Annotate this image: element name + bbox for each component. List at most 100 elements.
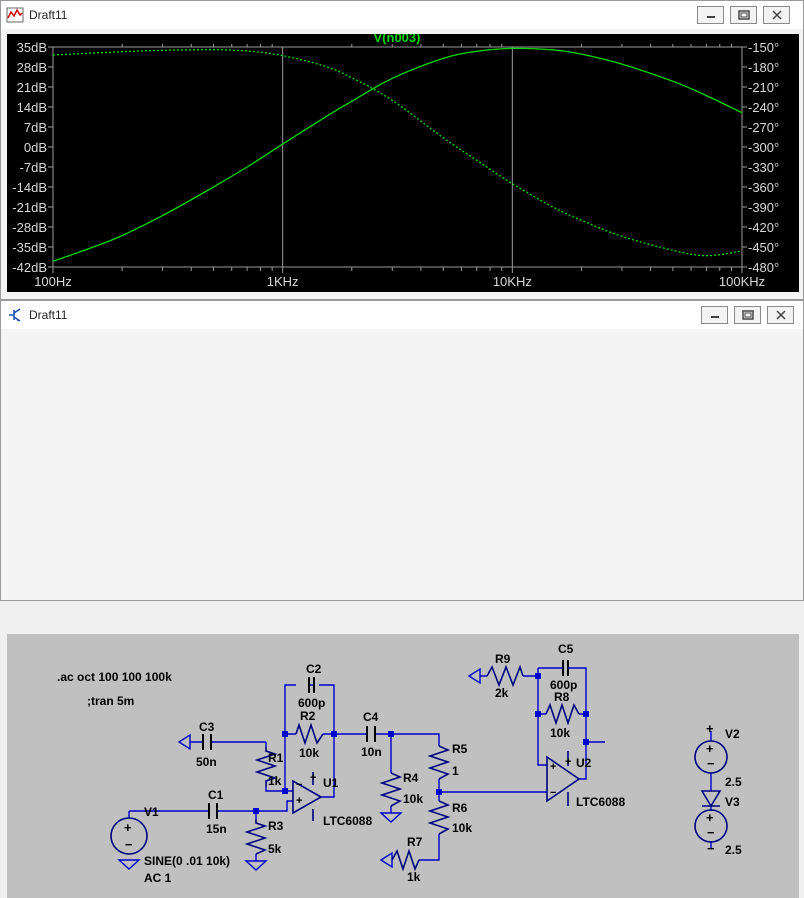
close-button[interactable] bbox=[763, 6, 790, 24]
v3-value[interactable]: 2.5 bbox=[725, 843, 742, 857]
x-tick-label: 1KHz bbox=[267, 274, 299, 289]
y-left-tick-label: -21dB bbox=[12, 200, 47, 215]
svg-text:+: + bbox=[706, 810, 714, 825]
y-right-tick-label: -480° bbox=[748, 260, 779, 275]
minimize-button[interactable] bbox=[697, 6, 724, 24]
r3-ref[interactable]: R3 bbox=[268, 819, 284, 833]
svg-text:+: + bbox=[706, 721, 714, 736]
schematic-titlebar[interactable]: Draft11 bbox=[1, 301, 803, 329]
y-left-tick-label: 0dB bbox=[24, 140, 47, 155]
r1-ref[interactable]: R1 bbox=[268, 751, 284, 765]
v1-ref[interactable]: V1 bbox=[144, 805, 159, 819]
waveform-icon bbox=[6, 7, 24, 23]
c1-ref[interactable]: C1 bbox=[208, 788, 224, 802]
plot-series bbox=[52, 47, 743, 262]
schematic-minimize-button[interactable] bbox=[701, 306, 728, 324]
y-right-tick-label: -330° bbox=[748, 160, 779, 175]
u1-ref[interactable]: U1 bbox=[323, 776, 339, 790]
maximize-button[interactable] bbox=[730, 6, 757, 24]
c1-value[interactable]: 15n bbox=[206, 822, 227, 836]
y-left-tick-label: 21dB bbox=[17, 80, 47, 95]
r5-ref[interactable]: R5 bbox=[452, 742, 468, 756]
magnitude-trace bbox=[52, 47, 743, 262]
r6-value[interactable]: 10k bbox=[452, 821, 472, 835]
svg-text:+: + bbox=[565, 756, 571, 768]
y-right-tick-label: -300° bbox=[748, 140, 779, 155]
transistor-icon bbox=[9, 308, 21, 322]
y-left-tick-label: 14dB bbox=[17, 100, 47, 115]
r2-value[interactable]: 10k bbox=[299, 746, 319, 760]
r4-ref[interactable]: R4 bbox=[403, 771, 419, 785]
svg-text:−: − bbox=[707, 756, 715, 771]
r6-ref[interactable]: R6 bbox=[452, 801, 468, 815]
r4-value[interactable]: 10k bbox=[403, 792, 423, 806]
v2-value[interactable]: 2.5 bbox=[725, 775, 742, 789]
maximize-icon bbox=[741, 310, 754, 320]
svg-text:+: + bbox=[296, 795, 302, 807]
c4-value[interactable]: 10n bbox=[361, 745, 382, 759]
r7-value[interactable]: 1k bbox=[407, 870, 421, 884]
u1-model[interactable]: LTC6088 bbox=[323, 814, 372, 828]
c3-value[interactable]: 50n bbox=[196, 755, 217, 769]
r7-ref[interactable]: R7 bbox=[407, 835, 423, 849]
v3-ref[interactable]: V3 bbox=[725, 795, 740, 809]
close-icon bbox=[771, 10, 782, 20]
r9-ref[interactable]: R9 bbox=[495, 652, 511, 666]
schematic-window: Draft11 .ac oct 100 100 100k ;tran 5m bbox=[0, 300, 804, 898]
c2-value[interactable]: 600p bbox=[298, 696, 325, 710]
x-tick-label: 100KHz bbox=[719, 274, 765, 289]
x-tick-label: 100Hz bbox=[34, 274, 72, 289]
v1-ac[interactable]: AC 1 bbox=[144, 871, 172, 885]
r9-value[interactable]: 2k bbox=[495, 686, 509, 700]
r8-ref[interactable]: R8 bbox=[554, 690, 570, 704]
c5-ref[interactable]: C5 bbox=[558, 642, 574, 656]
y-left-tick-label: -7dB bbox=[20, 160, 47, 175]
schematic-canvas[interactable]: .ac oct 100 100 100k ;tran 5m bbox=[7, 634, 799, 898]
close-icon bbox=[775, 310, 786, 320]
plot-window-title: Draft11 bbox=[29, 8, 68, 22]
svg-text:−: − bbox=[707, 825, 715, 840]
u2-ref[interactable]: U2 bbox=[576, 756, 592, 770]
schematic-window-title: Draft11 bbox=[29, 308, 68, 322]
x-axis: 100Hz 1KHz 10KHz 100KHz bbox=[34, 44, 765, 289]
plot-titlebar[interactable]: Draft11 bbox=[1, 1, 803, 29]
y-right-tick-label: -150° bbox=[748, 40, 779, 55]
y-right-tick-label: -240° bbox=[748, 100, 779, 115]
r3-value[interactable]: 5k bbox=[268, 842, 282, 856]
y-left-tick-label: -35dB bbox=[12, 240, 47, 255]
bode-plot[interactable]: 35dB28dB21dB14dB7dB0dB-7dB-14dB-21dB-28d… bbox=[7, 34, 799, 292]
c2-ref[interactable]: C2 bbox=[306, 662, 322, 676]
y-right-tick-label: -360° bbox=[748, 180, 779, 195]
phase-trace bbox=[52, 49, 743, 257]
c3-ref[interactable]: C3 bbox=[199, 720, 215, 734]
svg-text:+: + bbox=[310, 772, 316, 784]
maximize-icon bbox=[737, 10, 750, 20]
minimize-icon bbox=[710, 316, 719, 318]
svg-text:−: − bbox=[707, 841, 715, 856]
r5-value[interactable]: 1 bbox=[452, 764, 459, 778]
svg-text:−: − bbox=[296, 779, 302, 791]
y-right-tick-label: -210° bbox=[748, 80, 779, 95]
c4-ref[interactable]: C4 bbox=[363, 710, 379, 724]
v1-spec[interactable]: SINE(0 .01 10k) bbox=[144, 854, 230, 868]
y-right-tick-label: -180° bbox=[748, 60, 779, 75]
schematic-close-button[interactable] bbox=[767, 306, 794, 324]
u2-model[interactable]: LTC6088 bbox=[576, 795, 625, 809]
schematic-maximize-button[interactable] bbox=[734, 306, 761, 324]
r8-value[interactable]: 10k bbox=[550, 726, 570, 740]
y-left-tick-label: -14dB bbox=[12, 180, 47, 195]
directive-tran[interactable]: ;tran 5m bbox=[87, 694, 134, 708]
trace-label[interactable]: V(n003) bbox=[374, 34, 421, 45]
y-left-tick-label: 35dB bbox=[17, 40, 47, 55]
svg-text:+: + bbox=[706, 741, 714, 756]
y-left-tick-label: -28dB bbox=[12, 220, 47, 235]
x-tick-label: 10KHz bbox=[493, 274, 532, 289]
svg-text:−: − bbox=[125, 837, 133, 852]
y-right-tick-label: -390° bbox=[748, 200, 779, 215]
r2-ref[interactable]: R2 bbox=[300, 709, 316, 723]
left-axis: 35dB28dB21dB14dB7dB0dB-7dB-14dB-21dB-28d… bbox=[12, 40, 53, 275]
directive-ac[interactable]: .ac oct 100 100 100k bbox=[57, 670, 172, 684]
svg-text:+: + bbox=[124, 820, 132, 835]
r1-value[interactable]: 1k bbox=[268, 774, 282, 788]
v2-ref[interactable]: V2 bbox=[725, 727, 740, 741]
